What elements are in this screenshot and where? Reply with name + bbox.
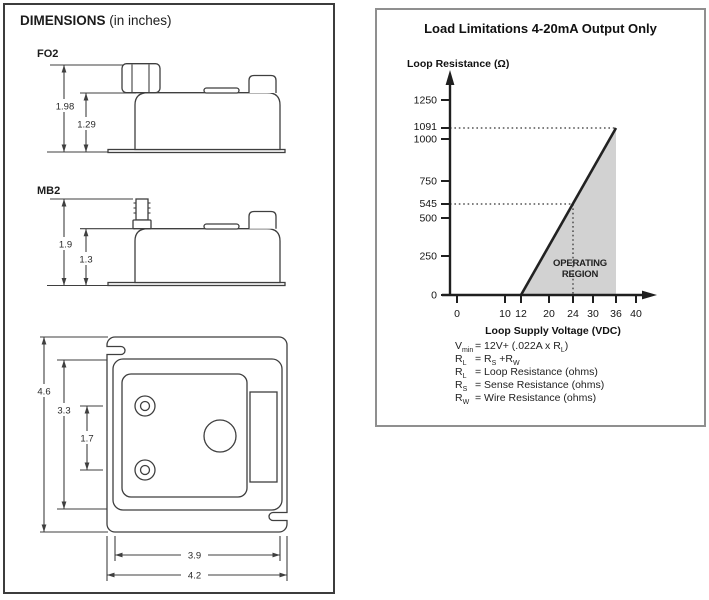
- operating-region-label-line1: OPERATING: [553, 258, 607, 269]
- x-tick-label: 30: [587, 308, 599, 320]
- dim-label-1-7: 1.7: [80, 434, 93, 445]
- x-tick-label: 12: [515, 308, 527, 320]
- load-limitations-panel: Load Limitations 4-20mA Output Only: [375, 8, 706, 427]
- dim-label-4-2: 4.2: [188, 571, 201, 582]
- y-tick-label: 750: [419, 176, 437, 188]
- x-tick-label: 20: [543, 308, 555, 320]
- y-tick-label: 250: [419, 251, 437, 263]
- fo2-body: [134, 92, 281, 151]
- fo2-vent-slot: [203, 87, 240, 94]
- mb2-dim-overall-label: 1.9: [59, 240, 72, 251]
- x-tick-label: 40: [630, 308, 642, 320]
- top-view-screw-hole-inner: [139, 464, 151, 476]
- x-tick-label: 36: [610, 308, 622, 320]
- x-axis-title: Loop Supply Voltage (VDC): [485, 325, 621, 337]
- load-limit-line: [519, 127, 618, 296]
- y-axis-arrow: [445, 70, 455, 85]
- load-limitations-chart: 0 250 500 545 750 1000 1091 1250 0 10 12…: [407, 58, 657, 337]
- fo2-hex-fitting: [121, 63, 161, 94]
- fo2-dim-body-label: 1.29: [77, 120, 96, 131]
- mb2-side-view-drawing: 1.9 1.3: [47, 198, 286, 287]
- top-view-screw-hole-inner: [139, 400, 151, 412]
- mb2-label: MB2: [37, 185, 61, 197]
- fo2-dim-overall-label: 1.98: [56, 102, 75, 113]
- top-view-port-circle: [203, 419, 237, 453]
- x-tick-label: 24: [567, 308, 579, 320]
- x-axis-arrow: [642, 290, 657, 300]
- top-view-drawing: 4.6 3.3 1.7 3.9: [33, 336, 288, 582]
- mb2-dim-body-label: 1.3: [79, 255, 92, 266]
- operating-region-label-line2: REGION: [562, 269, 599, 280]
- dim-label-3-3: 3.3: [57, 406, 70, 417]
- mb2-barb-stem: [135, 198, 149, 221]
- mb2-vent-slot: [203, 223, 240, 230]
- dimensions-title-main: DIMENSIONS: [20, 13, 106, 28]
- y-axis-title: Loop Resistance (Ω): [407, 58, 509, 70]
- y-tick-label: 545: [419, 198, 437, 210]
- y-tick-label: 1000: [414, 134, 438, 146]
- fo2-label: FO2: [37, 48, 59, 60]
- mb2-connector: [248, 210, 277, 229]
- y-tick-label: 500: [419, 213, 437, 225]
- x-ticks: [456, 295, 637, 303]
- y-tick-label: 0: [431, 290, 437, 302]
- dim-label-4-6: 4.6: [37, 387, 50, 398]
- x-tick-label: 10: [499, 308, 511, 320]
- y-tick-label: 1091: [414, 121, 438, 133]
- chart-title: Load Limitations 4-20mA Output Only: [424, 21, 657, 36]
- dim-label-3-9: 3.9: [188, 551, 201, 562]
- mb2-barb-collar: [132, 219, 152, 230]
- formula-line-rs-def: RS= Sense Resistance (ohms): [455, 379, 605, 394]
- formula-line-rl-def: RL= Loop Resistance (ohms): [455, 366, 598, 381]
- formula-line-vmin: Vmin= 12V+ (.022A x RL): [455, 340, 569, 355]
- dimensions-title-units: (in inches): [105, 13, 172, 28]
- dimensions-panel: DIMENSIONS (in inches) FO2 1.98: [3, 3, 335, 594]
- fo2-connector: [248, 74, 277, 93]
- formula-line-rl-sum: RL= RS +RW: [455, 353, 520, 368]
- formula-line-rw-def: RW= Wire Resistance (ohms): [455, 392, 597, 407]
- y-tick-label: 1250: [414, 95, 438, 107]
- formula-block: Vmin= 12V+ (.022A x RL) RL= RS +RW RL= L…: [455, 340, 605, 407]
- dimensions-title: DIMENSIONS (in inches): [20, 13, 172, 28]
- top-view-connector: [249, 391, 278, 483]
- mb2-body: [134, 228, 281, 284]
- fo2-side-view-drawing: 1.98 1.29: [47, 63, 286, 154]
- y-ticks: [441, 99, 450, 296]
- x-tick-label: 0: [454, 308, 460, 320]
